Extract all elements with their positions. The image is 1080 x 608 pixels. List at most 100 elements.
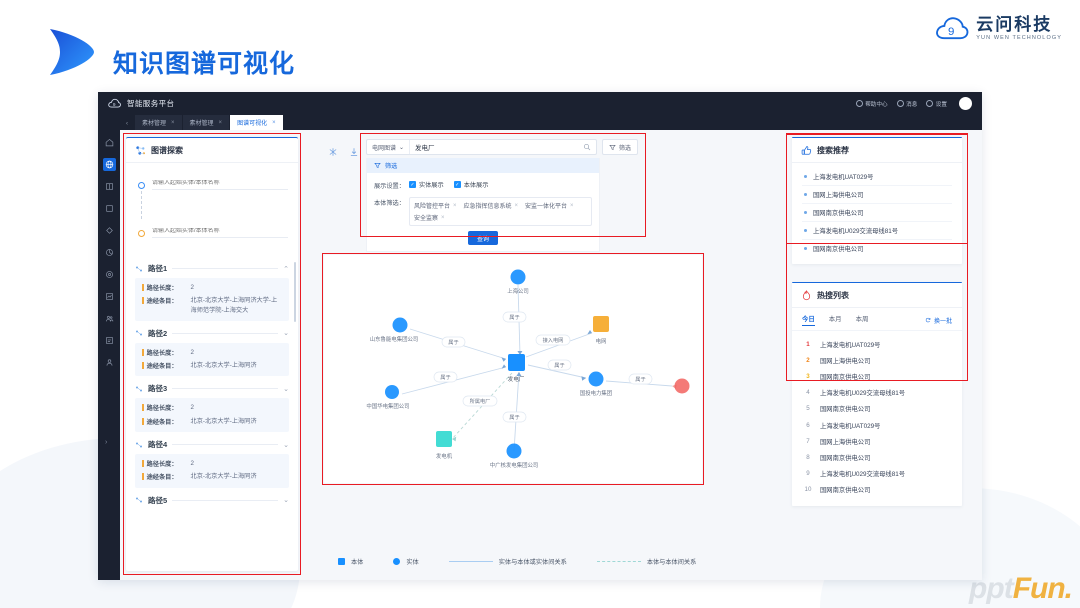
search-recommend-panel: 搜索推荐 上海发电机UAT029号 国网上海供电公司 [786,134,968,264]
path-length-field: 路径长度： 2 [142,348,282,357]
list-item[interactable]: 8 国网南京供电公司 [802,449,952,465]
list-item[interactable]: 国网南京供电公司 [802,240,952,257]
edge-label-shanghai-powerplant: 属于 [502,311,527,323]
refresh-button[interactable]: 换一批 [925,316,952,325]
tab-week[interactable]: 本周 [855,316,869,323]
close-icon[interactable]: × [171,119,175,126]
messages-button[interactable]: 消息 [896,100,917,108]
path-header[interactable]: 路径4 ⌄ [135,432,289,454]
path-header[interactable]: 路径3 ⌄ [135,376,289,398]
close-icon[interactable]: × [440,214,445,221]
sidebar-item-library[interactable] [103,180,116,193]
app-body: › 图谱探索 [98,130,982,580]
field-marker [142,284,144,291]
path-list-scrollbar[interactable] [294,262,296,322]
ontology-tag-box[interactable]: 风险管控平台 × 应急指挥信息系统 × 安监一体化平台 × [408,197,592,226]
layout-icon[interactable] [328,147,338,157]
edge-labels: 属于 属于 属于 接入 [433,311,653,423]
close-icon[interactable]: × [272,119,276,126]
tag-item[interactable]: 安全监察 × [414,213,445,223]
tag-item[interactable]: 安监一体化平台 × [525,201,574,211]
search-input[interactable] [410,143,583,151]
list-item[interactable]: 1 上海发电机UAT029号 [802,336,952,352]
sidebar-item-profile[interactable] [103,356,116,369]
path-passes-label: 途经条目： [146,363,178,371]
chevron-down-icon[interactable]: ⌄ [283,330,289,338]
close-icon[interactable]: × [452,202,457,209]
list-item[interactable]: 7 国网上海供电公司 [802,433,952,449]
hot-panel-title: 热搜列表 [817,291,849,300]
tab-month[interactable]: 本月 [828,316,842,323]
avatar[interactable] [959,97,972,110]
list-item[interactable]: 上海发电机U029交流母线81号 [802,222,952,240]
chevron-down-icon[interactable]: ⌄ [283,441,289,449]
settings-label: 设置 [935,101,947,108]
settings-button[interactable]: 设置 [926,100,947,108]
path-item-2: 路径2 ⌄ 路径长度： 2 [126,321,298,377]
edge-label-guotou-red: 属于 [628,373,653,385]
sidebar-item-analytics[interactable] [103,290,116,303]
list-item[interactable]: 5 国网南京供电公司 [802,401,952,417]
rank-badge: 1 [806,340,810,348]
explore-panel-title: 图谱探索 [151,146,183,155]
checkbox-entity-display[interactable]: ✓ 实体展示 [408,180,444,189]
sidebar-item-frame[interactable] [103,202,116,215]
tab-material-management-1[interactable]: 素材管理 × [135,115,182,130]
list-item[interactable]: 2 国网上海供电公司 [802,352,952,368]
list-item[interactable]: 10 国网南京供电公司 [802,482,952,498]
path-header[interactable]: 路径2 ⌄ [135,321,289,343]
fire-icon [802,290,811,301]
hot-label: 上海发电机U029交流母线81号 [820,471,906,479]
square-marker-icon [338,558,345,565]
list-item[interactable]: 国网南京供电公司 [802,204,952,222]
edge-label-cgn-powerplant: 属于 [502,411,527,423]
help-center-button[interactable]: 帮助中心 [855,100,888,108]
list-item[interactable]: 3 国网南京供电公司 [802,368,952,384]
close-icon[interactable]: × [218,119,223,126]
sidebar-item-home[interactable] [103,136,116,149]
close-icon[interactable]: × [514,202,518,209]
filter-panel: 筛选 展示设置： ✓ 实体展示 ✓ 本体展 [366,158,600,252]
search-icon[interactable] [583,143,591,151]
sidebar-item-tasks[interactable] [103,334,116,347]
tab-scroll-left-button[interactable]: ‹ [126,121,128,127]
graph-category-select[interactable]: 电网图谱 ⌄ [367,140,411,154]
path-header[interactable]: 路径5 ⌄ [135,488,289,510]
chevron-up-icon[interactable]: ⌃ [283,265,289,273]
tab-graph-visualization[interactable]: 图谱可视化 × [230,115,283,130]
sidebar-item-graph[interactable] [102,158,116,171]
app-logo-icon: 9 [108,98,121,108]
tab-material-management-2[interactable]: 素材管理 × [182,115,230,130]
checkbox-ontology-display[interactable]: ✓ 本体展示 [453,180,488,189]
list-item[interactable]: 国网上海供电公司 [802,186,952,204]
rail-collapse-button[interactable]: › [105,439,108,446]
sidebar-item-target[interactable] [103,268,116,281]
path-header[interactable]: 路径1 ⌃ [135,256,289,278]
download-icon[interactable] [349,147,359,157]
tag-item[interactable]: 风险管控平台 × [413,201,457,211]
tag-label: 风险管控平台 [413,204,450,210]
list-item[interactable]: 4 上海发电机U029交流母线81号 [802,385,952,401]
chevron-down-icon[interactable]: ⌄ [283,385,289,393]
sidebar-item-diamond[interactable] [103,224,116,237]
tab-today[interactable]: 今日 [802,314,815,327]
knowledge-graph-canvas[interactable]: 属于 属于 属于 接入 [322,253,704,485]
sidebar-item-users[interactable] [103,312,116,325]
list-item[interactable]: 6 上海发电机UAT029号 [802,417,952,433]
rank-badge: 9 [806,470,810,478]
path-item-1: 路径1 ⌃ 路径长度： 2 [126,256,298,321]
chevron-down-icon[interactable]: ⌄ [283,497,289,505]
close-icon[interactable]: × [570,202,574,209]
list-item[interactable]: 上海发电机UAT029号 [802,168,952,186]
path-name: 路径3 [148,384,168,394]
query-button[interactable]: 查询 [467,231,498,245]
filter-button[interactable]: 筛选 [601,139,638,155]
brand-name-cn: 云问科技 [976,15,1053,35]
list-item[interactable]: 9 上海发电机U029交流母线81号 [802,466,952,482]
start-entity-input[interactable] [152,180,288,190]
recommend-label: 上海发电机U029交流母线81号 [813,228,899,235]
end-entity-input[interactable] [152,228,288,238]
divider [172,388,279,390]
sidebar-item-pie[interactable] [103,246,116,259]
tag-item[interactable]: 应急指挥信息系统 × [463,201,518,211]
